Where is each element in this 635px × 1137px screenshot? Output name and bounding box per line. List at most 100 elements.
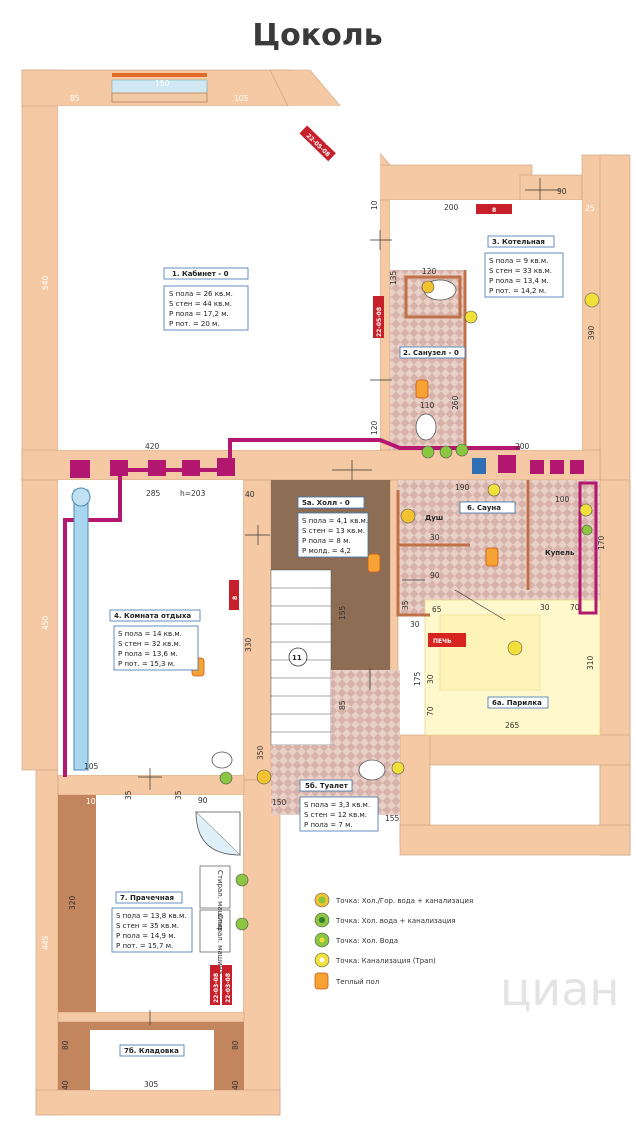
svg-text:P пот. = 20 м.: P пот. = 20 м. (169, 320, 220, 328)
svg-text:70: 70 (570, 603, 580, 612)
svg-text:120: 120 (370, 420, 379, 435)
tag5: 8 (492, 207, 496, 214)
washing-machines (199, 865, 231, 953)
radiators (70, 455, 598, 615)
room-2-box: 2. Санузел - 0 (399, 346, 466, 359)
svg-text:35: 35 (401, 600, 410, 610)
svg-text:P пола = 14,9 м.: P пола = 14,9 м. (116, 932, 176, 940)
svg-text:390: 390 (587, 325, 596, 340)
svg-text:P пола = 13,4 м.: P пола = 13,4 м. (489, 277, 549, 285)
svg-text:110: 110 (420, 401, 435, 410)
svg-text:P молд. = 4,2: P молд. = 4,2 (302, 547, 351, 555)
room-5b-box: 5б. Туалет S пола = 3,3 кв.м. S стен = 1… (299, 779, 379, 832)
room-1-box: 1. Кабинет - 0 S пола = 26 кв.м. S стен … (163, 267, 249, 331)
svg-text:155: 155 (385, 814, 400, 823)
svg-text:260: 260 (451, 395, 460, 410)
svg-text:320: 320 (68, 895, 77, 910)
svg-text:6. Сауна: 6. Сауна (467, 504, 501, 512)
svg-text:200: 200 (515, 442, 530, 451)
svg-text:S стен = 32 кв.м.: S стен = 32 кв.м. (118, 640, 181, 648)
svg-text:40: 40 (245, 490, 255, 499)
svg-text:30: 30 (540, 603, 550, 612)
wash2-label: Стирал. машина (216, 914, 224, 975)
wash1-label: Стирал. машина (216, 870, 224, 931)
svg-text:P пот. = 15,7 м.: P пот. = 15,7 м. (116, 942, 173, 950)
svg-text:80: 80 (231, 1040, 240, 1050)
svg-text:S стен = 44 кв.м.: S стен = 44 кв.м. (169, 300, 232, 308)
legend-item-heated-floor: Теплый пол (314, 972, 379, 990)
utility-points (219, 280, 600, 931)
walls (21, 69, 631, 1116)
legend-item-cold: Точка: Хол. Вода (314, 932, 398, 948)
svg-text:10: 10 (370, 200, 379, 210)
svg-text:25: 25 (585, 204, 595, 213)
svg-text:Точка: Хол. вода + канализация: Точка: Хол. вода + канализация (335, 917, 456, 925)
svg-text:S стен = 13 кв.м.: S стен = 13 кв.м. (302, 527, 365, 535)
svg-text:3. Котельная: 3. Котельная (492, 238, 545, 246)
tag4: 22-03-08 (225, 973, 232, 1003)
svg-text:85: 85 (338, 700, 347, 710)
svg-text:S пола = 13,8 кв.м.: S пола = 13,8 кв.м. (116, 912, 187, 920)
room-5a-box: 5а. Холл - 0 S пола = 4,1 кв.м. S стен =… (297, 496, 369, 558)
stair-marker (288, 647, 308, 667)
tag2: 22-05-08 (376, 307, 383, 337)
svg-text:150: 150 (272, 798, 287, 807)
room-3-box: 3. Котельная S пола = 9 кв.м. S стен = 3… (484, 235, 564, 298)
svg-text:S пола = 9 кв.м.: S пола = 9 кв.м. (489, 257, 548, 265)
svg-text:175: 175 (413, 671, 422, 686)
fixtures (195, 279, 457, 856)
svg-text:105: 105 (84, 762, 99, 771)
svg-text:450: 450 (41, 615, 50, 630)
drain-box (472, 458, 486, 474)
sauna-partitions (396, 270, 530, 617)
svg-text:P пола = 13,6 м.: P пола = 13,6 м. (118, 650, 178, 658)
height-label: h=203 (180, 489, 206, 498)
svg-text:S стен = 12 кв.м.: S стен = 12 кв.м. (304, 811, 367, 819)
svg-text:P пот. = 15,3 м.: P пот. = 15,3 м. (118, 660, 175, 668)
svg-text:S пола = 3,3 кв.м.: S пола = 3,3 кв.м. (304, 801, 370, 809)
svg-text:90: 90 (430, 571, 440, 580)
svg-text:30: 30 (426, 674, 435, 684)
room-6a-box: 6а. Парилка (487, 696, 549, 709)
stair-number: 11 (292, 654, 302, 662)
svg-text:40: 40 (61, 1080, 70, 1090)
svg-text:420: 420 (145, 442, 160, 451)
tag3: 22-03-08 (213, 973, 220, 1003)
floors (58, 106, 601, 1090)
svg-text:4. Комната отдыха: 4. Комната отдыха (114, 612, 191, 620)
svg-text:P пола = 8 м.: P пола = 8 м. (302, 537, 351, 545)
svg-text:S пола = 4,1 кв.м.: S пола = 4,1 кв.м. (302, 517, 368, 525)
svg-text:2. Санузел - 0: 2. Санузел - 0 (403, 349, 459, 357)
legend: Точка: Хол./Гор. вода + канализация Точк… (314, 892, 473, 990)
svg-text:85: 85 (350, 183, 360, 192)
svg-text:135: 135 (389, 270, 398, 285)
svg-text:5б. Туалет: 5б. Туалет (305, 782, 349, 790)
svg-text:200: 200 (444, 203, 459, 212)
room-6-box: 6. Сауна (459, 501, 516, 514)
svg-text:105: 105 (86, 797, 101, 806)
svg-text:40: 40 (231, 1080, 240, 1090)
doors (138, 178, 560, 1025)
svg-text:155: 155 (338, 605, 347, 620)
svg-text:100: 100 (555, 495, 570, 504)
vertical-pipe (71, 487, 91, 771)
svg-text:7. Прачечная: 7. Прачечная (120, 894, 174, 902)
plunge-pool-label: Купель (545, 549, 575, 557)
legend-item-hot-cold-sewer: Точка: Хол./Гор. вода + канализация (314, 892, 473, 908)
tag6: 8 (232, 596, 239, 600)
svg-text:Точка: Канализация (Трап): Точка: Канализация (Трап) (335, 957, 436, 965)
svg-text:30: 30 (430, 533, 440, 542)
svg-text:305: 305 (144, 1080, 159, 1089)
svg-text:Теплый пол: Теплый пол (335, 978, 379, 986)
svg-text:65: 65 (325, 138, 335, 147)
svg-text:70: 70 (426, 706, 435, 716)
stove (428, 633, 466, 647)
svg-text:80: 80 (61, 1040, 70, 1050)
svg-text:Точка: Хол./Гор. вода + канали: Точка: Хол./Гор. вода + канализация (335, 897, 473, 905)
svg-text:190: 190 (455, 483, 470, 492)
svg-text:S стен = 35 кв.м.: S стен = 35 кв.м. (116, 922, 179, 930)
svg-text:330: 330 (244, 637, 253, 652)
dimensions: 150 85 105 50 65 85 540 200 90 25 10 135… (41, 79, 606, 1090)
svg-text:35: 35 (124, 790, 133, 800)
